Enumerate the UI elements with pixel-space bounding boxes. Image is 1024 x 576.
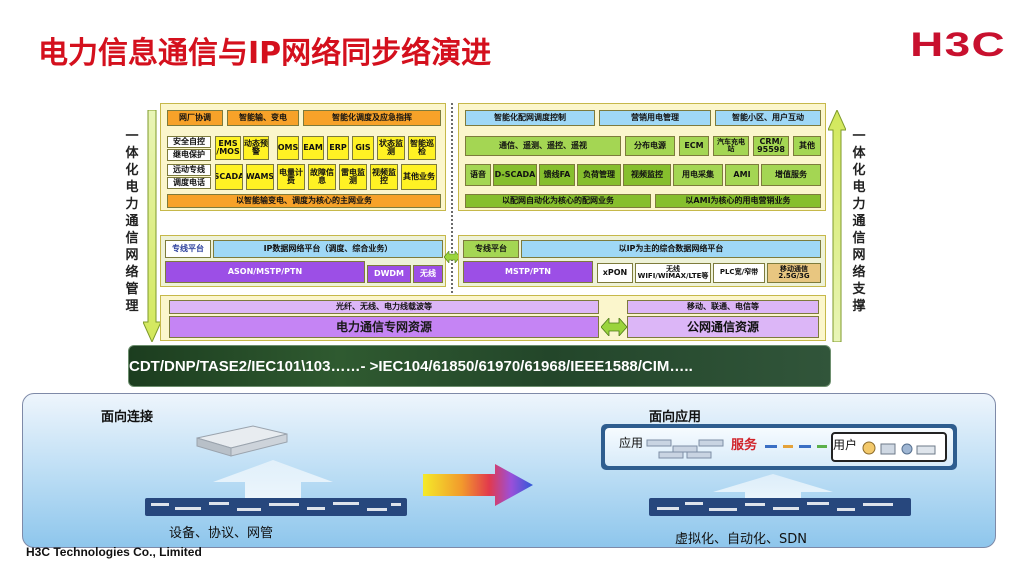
network-cell: xPON (597, 263, 633, 283)
service-cell: 远动专线 (167, 164, 211, 176)
evolution-arrow-icon (423, 464, 533, 506)
service-cell: 智能小区、用户互动 (715, 110, 821, 126)
application-box: 应用 服务 用户 (601, 424, 957, 470)
user-label: 用户 (833, 438, 858, 452)
network-cell: ASON/MSTP/PTN (165, 261, 365, 283)
network-cell: 无线 (413, 265, 443, 283)
service-cell: 用电采集 (673, 164, 723, 186)
service-cell: 安全自控 (167, 136, 211, 148)
right-service-panel: 智能化配网调度控制 营销用电管理 智能小区、用户互动 通信、遥测、遥控、遥视 分… (458, 103, 826, 211)
network-cell: 专线平台 (165, 240, 211, 258)
service-cell: 智能输、变电 (227, 110, 299, 126)
service-label: 服务 (731, 438, 758, 453)
service-cell: EAM (302, 136, 324, 160)
service-cell: SCADA (215, 164, 243, 190)
left-down-arrow-icon (143, 110, 161, 342)
service-cell: CRM/ 95598 (753, 136, 789, 156)
resource-cell: 光纤、无线、电力线载波等 (169, 300, 599, 314)
service-cell: 智能化配网调度控制 (465, 110, 595, 126)
network-strip (145, 498, 407, 516)
page-title: 电力信息通信与IP网络同步络演进 (38, 36, 492, 71)
service-cell: 电量计费 (277, 164, 305, 190)
left-network-panel: 专线平台 IP数据网络平台（调度、综合业务） ASON/MSTP/PTN DWD… (160, 235, 446, 287)
network-cell: 无线 WIFI/WIMAX/LTE等 (635, 263, 711, 283)
network-strip (649, 498, 911, 516)
service-cell: 增值服务 (761, 164, 821, 186)
service-cell: GIS (352, 136, 374, 160)
divider-line (451, 103, 453, 293)
service-cell: 视频监控 (370, 164, 398, 190)
application-inner: 应用 服务 用户 (605, 428, 953, 466)
network-cell: MSTP/PTN (463, 261, 593, 283)
network-cell: 移动通信 2.5G/3G (767, 263, 821, 283)
service-cell: WAMS (246, 164, 274, 190)
resource-cell: 移动、联通、电信等 (627, 300, 819, 314)
service-cell: 营销用电管理 (599, 110, 711, 126)
footer-company: H3C Technologies Co., Limited (26, 545, 202, 559)
right-side-label: 一体化电力通信网络支撑 (852, 129, 866, 314)
service-cell: 分布电源 (625, 136, 675, 156)
resource-panel: 光纤、无线、电力线载波等 电力通信专网资源 移动、联通、电信等 公网通信资源 (160, 295, 826, 341)
service-cell: 负荷管理 (577, 164, 621, 186)
service-cell: 智能化调度及应急指挥 (303, 110, 441, 126)
core-business-bar: 以配网自动化为核心的配网业务 (465, 194, 651, 208)
resource-cell: 电力通信专网资源 (169, 316, 599, 338)
service-cell: 故障信息 (308, 164, 336, 190)
service-cell: 其他业务 (401, 164, 437, 190)
user-devices-icon (862, 441, 936, 455)
protocol-band: CDT/DNP/TASE2/IEC101\103……- >IEC104/6185… (128, 345, 831, 387)
service-cell: 状态监测 (377, 136, 405, 160)
connection-heading: 面向连接 (101, 410, 154, 425)
service-cell: AMI (725, 164, 759, 186)
left-service-panel: 网厂协调 智能输、变电 智能化调度及应急指挥 安全自控 继电保护 远动专线 调度… (160, 103, 446, 211)
service-cell: 语音 (465, 164, 491, 186)
service-cell: 继电保护 (167, 149, 211, 161)
network-cell: 以IP为主的综合数据网络平台 (521, 240, 821, 258)
h3c-logo: H3C (910, 26, 1006, 64)
service-cell: 馈线FA (539, 164, 575, 186)
architecture-diagram: 网厂协调 智能输、变电 智能化调度及应急指挥 安全自控 继电保护 远动专线 调度… (160, 103, 826, 343)
resource-cell: 公网通信资源 (627, 316, 819, 338)
double-arrow-icon (601, 318, 627, 336)
network-cell: PLC宽/窄带 (713, 263, 765, 283)
evolution-panel: 面向连接 面向应用 设备、协议、网管 应用 (22, 393, 996, 548)
service-cell: 网厂协调 (167, 110, 223, 126)
right-up-arrow-icon (828, 110, 846, 342)
network-cell: DWDM (367, 265, 411, 283)
application-heading: 面向应用 (649, 410, 702, 425)
protocol-text: CDT/DNP/TASE2/IEC101\103……- >IEC104/6185… (129, 357, 693, 375)
service-cell: 通信、遥测、遥控、遥视 (465, 136, 621, 156)
service-cell: 智能巡检 (408, 136, 436, 160)
network-device-icon (196, 425, 288, 457)
service-cell: D-SCADA (493, 164, 537, 186)
core-business-bar: 以智能输变电、调度为核心的主网业务 (167, 194, 441, 208)
service-cell: 视频监控 (623, 164, 671, 186)
service-cell: ECM (679, 136, 709, 156)
service-cell: ERP (327, 136, 349, 160)
app-label: 应用 (619, 436, 644, 450)
core-business-bar: 以AMI为核心的用电营销业务 (655, 194, 821, 208)
connection-caption: 设备、协议、网管 (169, 526, 274, 541)
network-cell: 专线平台 (463, 240, 519, 258)
user-box: 用户 (831, 432, 947, 462)
network-cell: IP数据网络平台（调度、综合业务） (213, 240, 443, 258)
service-cell: 汽车充电站 (713, 136, 749, 156)
service-cell: 动态预警 (243, 136, 269, 160)
left-side-label: 一体化电力通信网络管理 (125, 129, 139, 314)
service-cell: 调度电话 (167, 177, 211, 189)
service-cell: 雷电监测 (339, 164, 367, 190)
service-cell: 其他 (793, 136, 821, 156)
application-caption: 虚拟化、自动化、SDN (675, 532, 807, 547)
service-cell: OMS (277, 136, 299, 160)
server-stack-icon (646, 439, 724, 459)
up-arrow-icon (713, 474, 833, 514)
right-network-panel: 专线平台 以IP为主的综合数据网络平台 MSTP/PTN xPON 无线 WIF… (458, 235, 826, 287)
double-arrow-icon (444, 251, 460, 263)
service-dash-icon (765, 445, 827, 448)
service-cell: EMS /MOS (215, 136, 241, 160)
up-arrow-icon (213, 460, 333, 514)
